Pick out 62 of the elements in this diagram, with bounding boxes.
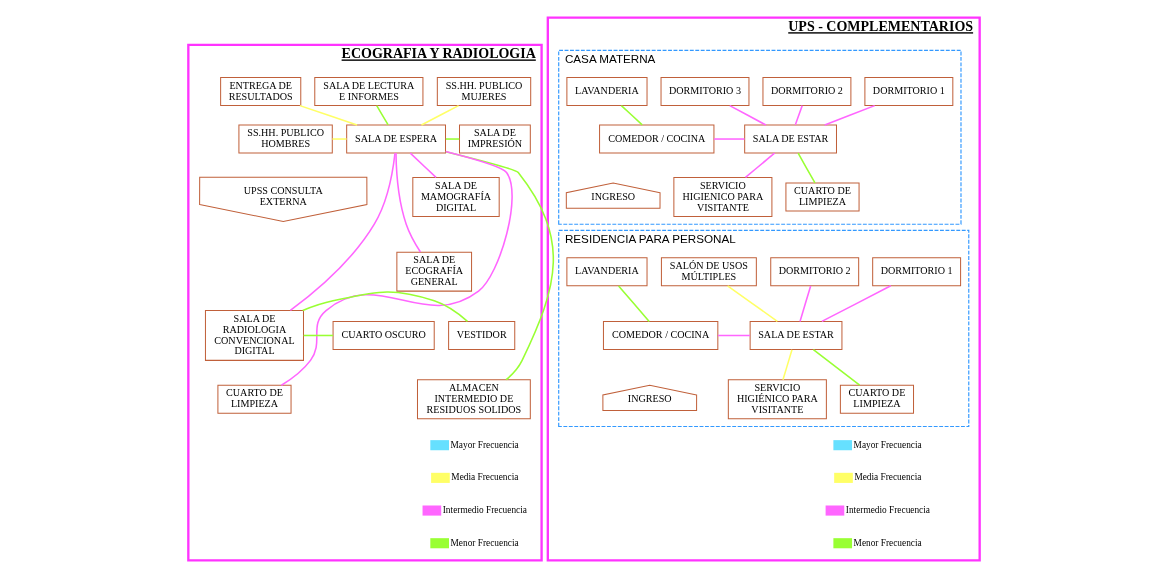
connector	[717, 334, 751, 337]
connector	[794, 104, 803, 126]
node-box: SS.HH. PUBLICO MUJERES	[436, 77, 532, 107]
legend-label: Media Frecuencia	[451, 472, 519, 483]
node-box: COMEDOR / COCINA	[599, 124, 715, 154]
node-box: DORMITORIO 3	[660, 77, 750, 107]
node-box: DORMITORIO 2	[762, 77, 852, 107]
connector	[726, 285, 779, 323]
node-box: SERVICIO HIGIÉNICO PARA VISITANTE	[727, 379, 827, 420]
node-box: ENTREGA DE RESULTADOS	[220, 77, 302, 107]
node-box: SALA DE IMPRESIÓN	[459, 124, 531, 154]
node-box: SALA DE RADIOLOGIA CONVENCIONAL DIGITAL	[204, 310, 304, 361]
connector	[301, 291, 469, 323]
connector	[445, 138, 461, 140]
connector	[823, 104, 876, 126]
connector	[821, 285, 892, 323]
legend-label: Menor Frecuencia	[450, 537, 519, 548]
node-box: SERVICIO HIGIENICO PARA VISITANTE	[673, 177, 773, 217]
connector	[744, 152, 776, 179]
node-box: SALA DE ESPERA	[346, 124, 446, 154]
connector	[409, 152, 437, 179]
connector	[617, 285, 650, 323]
connector	[782, 349, 793, 381]
connector	[289, 152, 396, 312]
node-box: VESTIDOR	[448, 320, 516, 350]
connector	[331, 138, 348, 140]
node-box: CUARTO DE LIMPIEZA	[839, 384, 915, 414]
connector	[299, 104, 358, 126]
connector	[799, 285, 812, 323]
node-box: LAVANDERIA	[566, 77, 648, 107]
legend-label: Intermedio Frecuencia	[845, 504, 930, 515]
connector	[395, 152, 422, 253]
connector	[280, 150, 513, 387]
connector	[420, 104, 460, 126]
node-box: SS.HH. PUBLICO HOMBRES	[238, 124, 333, 154]
node-box: SALA DE ECOGRAFÍA GENERAL	[396, 251, 473, 292]
connector	[728, 104, 767, 126]
node-box: SALA DE ESTAR	[744, 124, 837, 154]
legend-label: Intermedio Frecuencia	[442, 504, 527, 515]
node-box: SALA DE MAMOGRAFÍA DIGITAL	[412, 177, 500, 217]
node-box: CUARTO OSCURO	[332, 320, 435, 350]
node-box: CUARTO DE LIMPIEZA	[785, 182, 860, 212]
node-box: SALA DE ESTAR	[749, 320, 843, 350]
node-box: DORMITORIO 1	[872, 257, 962, 287]
node-box: LAVANDERIA	[566, 257, 648, 287]
legend-label: Media Frecuencia	[854, 472, 922, 483]
node-box: SALÓN DE USOS MÚLTIPLES	[660, 257, 757, 287]
connector	[797, 152, 816, 184]
connector	[713, 138, 746, 140]
node-box: ALMACEN INTERMEDIO DE RESIDUOS SOLIDOS	[417, 379, 531, 420]
legend-label: Mayor Frecuencia	[450, 439, 519, 450]
legend-label: Menor Frecuencia	[853, 537, 922, 548]
connector	[620, 104, 643, 126]
node-box: COMEDOR / COCINA	[602, 320, 719, 350]
connector	[812, 348, 861, 386]
node-box: DORMITORIO 1	[864, 77, 954, 107]
connector	[375, 104, 389, 126]
node-box: SALA DE LECTURA E INFORMES	[314, 77, 424, 107]
node-box: CUARTO DE LIMPIEZA	[217, 384, 292, 414]
legend-label: Mayor Frecuencia	[853, 439, 922, 450]
node-box: DORMITORIO 2	[770, 257, 860, 287]
connector	[302, 334, 334, 337]
